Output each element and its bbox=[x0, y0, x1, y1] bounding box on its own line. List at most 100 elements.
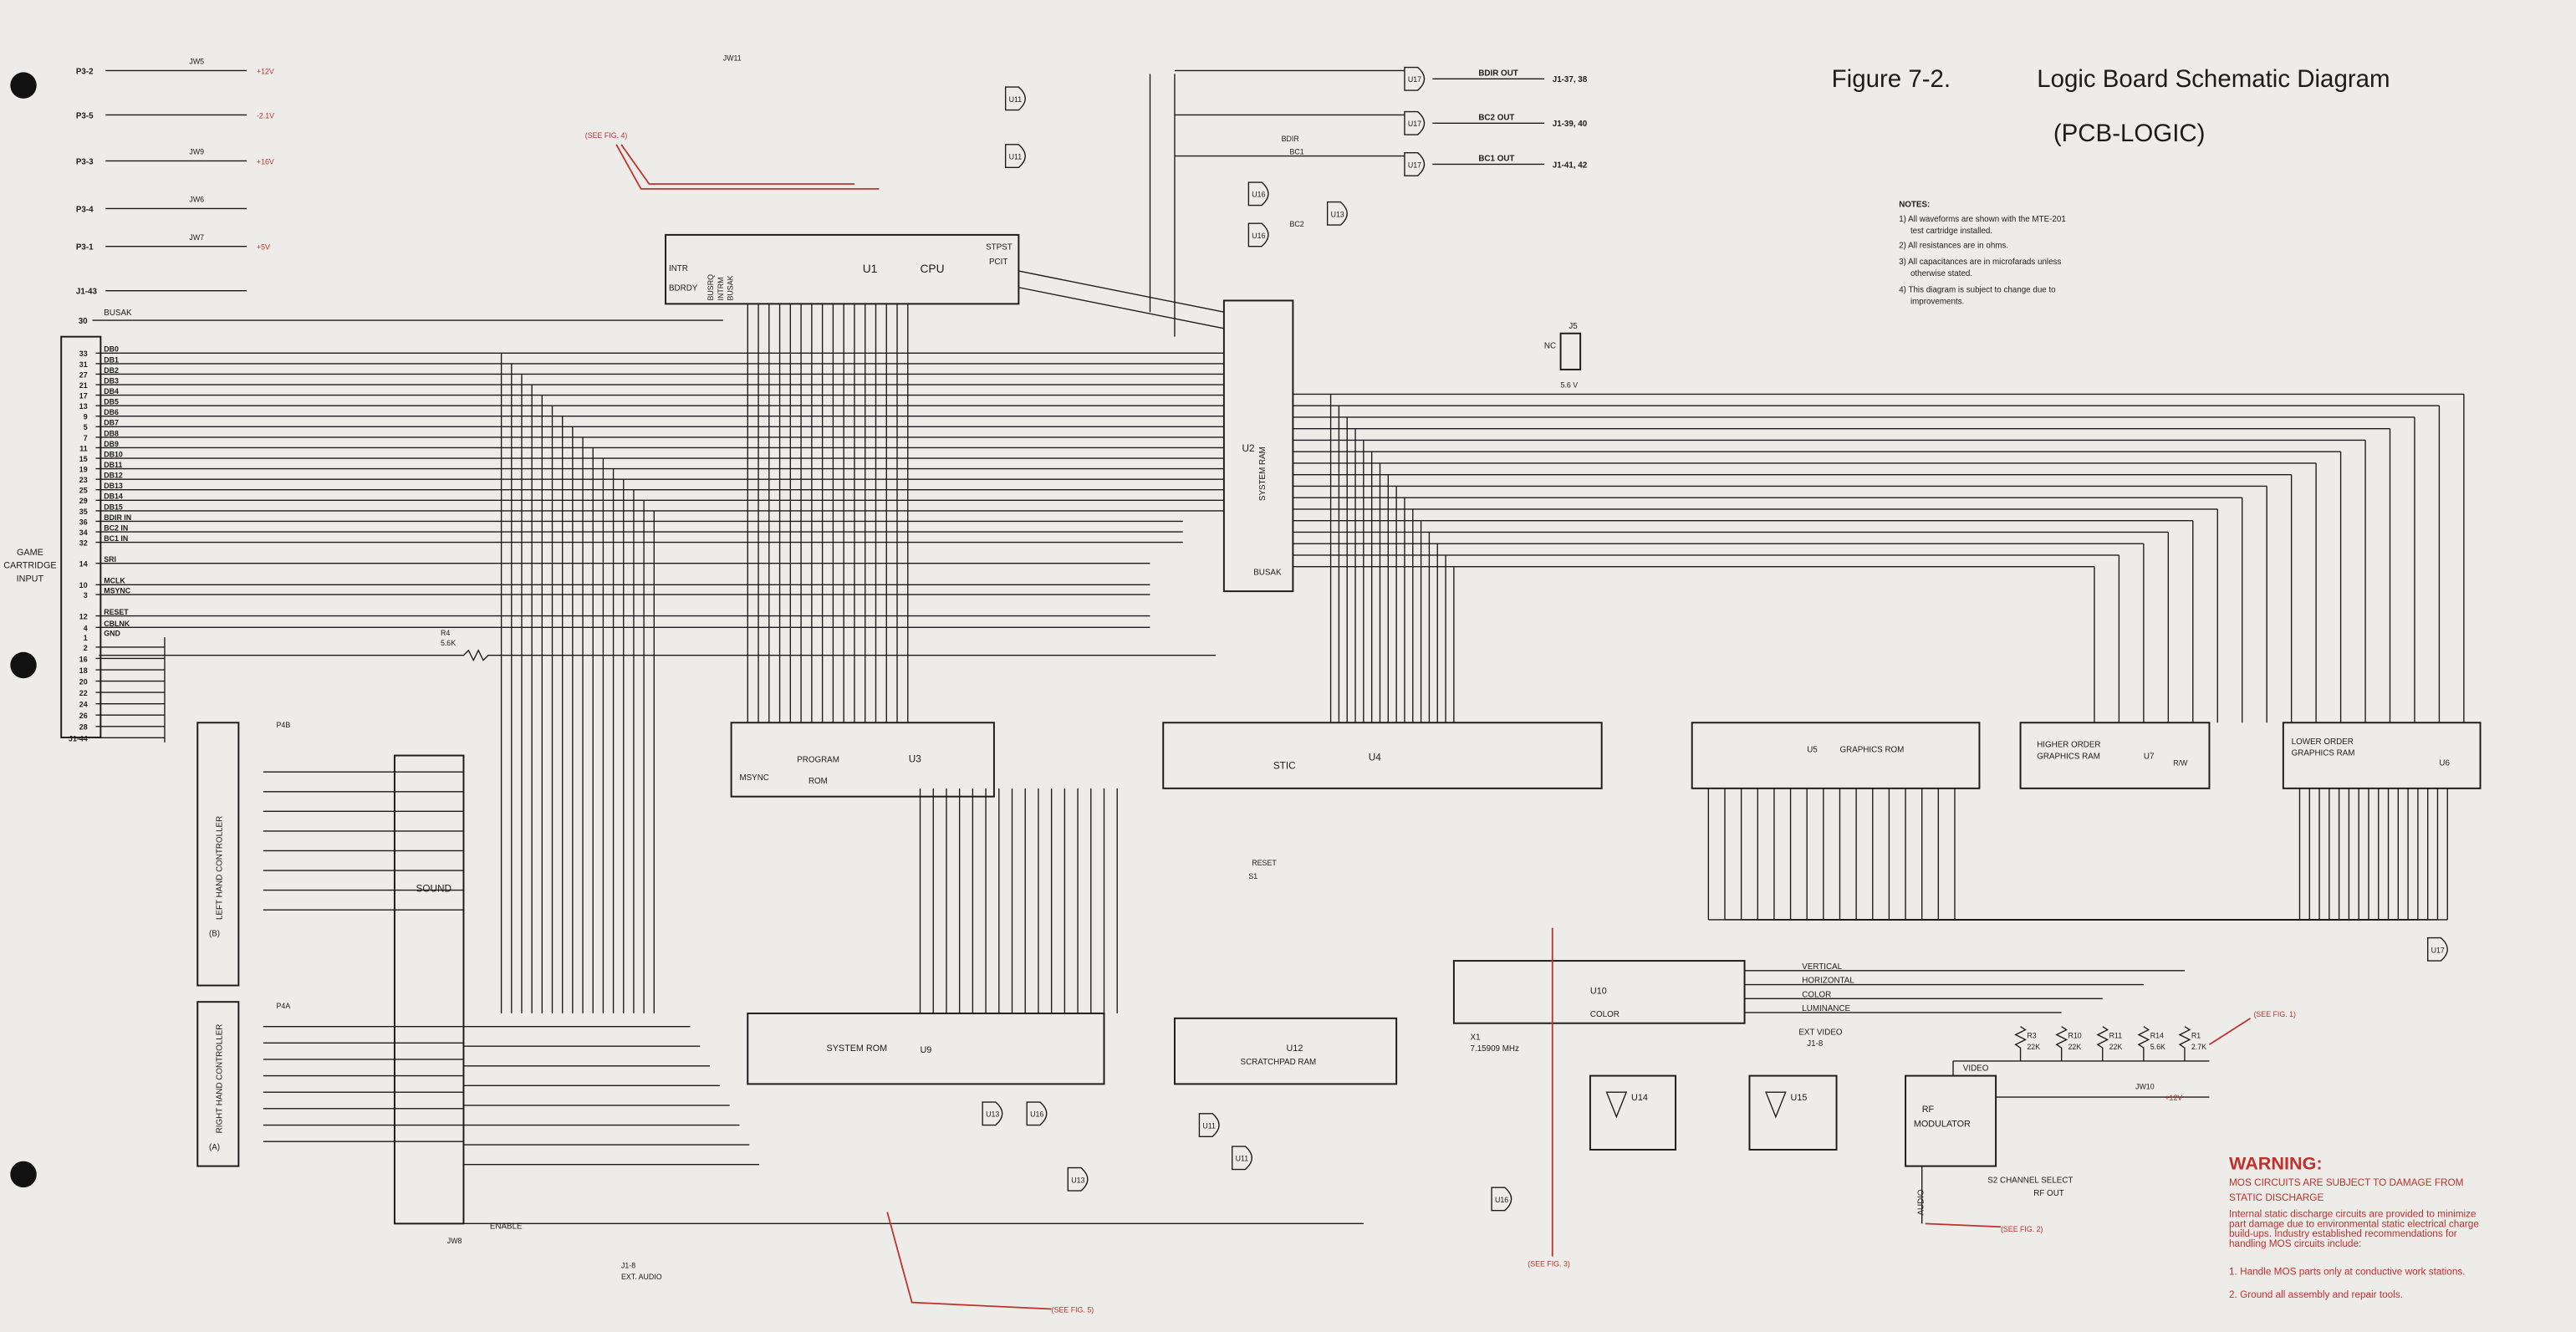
chip-name: COLOR bbox=[1590, 1010, 1620, 1019]
ground-pin-number: J1-44 bbox=[69, 734, 88, 743]
chip-name: LOWER ORDER bbox=[2292, 737, 2354, 747]
cartridge-pin-number: 15 bbox=[79, 455, 88, 463]
controller-tag: (B) bbox=[209, 930, 220, 939]
warning-block: WARNING: MOS CIRCUITS ARE SUBJECT TO DAM… bbox=[2229, 1153, 2479, 1300]
higher-order-graphics-ram-chip-u7: HIGHER ORDER GRAPHICS RAM U7 R/W bbox=[2019, 722, 2211, 789]
chip-name: GRAPHICS RAM bbox=[2037, 752, 2100, 761]
cartridge-signal-name: MCLK bbox=[104, 577, 125, 585]
cartridge-signal-name: BC1 IN bbox=[104, 534, 128, 543]
chip-ref: U6 bbox=[2439, 758, 2450, 768]
gate-u16-label: U16 bbox=[1030, 1110, 1043, 1119]
cartridge-signal-name: DB4 bbox=[104, 387, 119, 396]
power-pin-label: P3-3 bbox=[76, 157, 94, 166]
video-signal-label: LUMINANCE bbox=[1802, 1004, 1850, 1013]
ground-pin-number: 28 bbox=[79, 723, 88, 732]
ext-video-label: EXT VIDEO bbox=[1798, 1028, 1843, 1037]
cartridge-pin-number: 32 bbox=[79, 539, 88, 548]
gate-u13-label: U13 bbox=[1071, 1176, 1084, 1184]
warning-item: 2. Ground all assembly and repair tools. bbox=[2229, 1289, 2403, 1300]
chip-name: MODULATOR bbox=[1914, 1119, 1971, 1129]
resistor-symbol bbox=[2055, 1026, 2068, 1061]
ground-pin-number: 20 bbox=[79, 677, 88, 686]
note-item: improvements. bbox=[1910, 297, 1964, 306]
buffer-chip-u14: U14 bbox=[1589, 1074, 1677, 1151]
scratchpad-ram-chip-u12: U12 SCRATCHPAD RAM bbox=[1173, 1017, 1398, 1085]
ext-audio-label: EXT. AUDIO bbox=[621, 1273, 662, 1281]
ground-pin-number: 18 bbox=[79, 666, 88, 675]
bus-label: BC1 bbox=[1289, 148, 1303, 156]
gate-u16-label: U16 bbox=[1495, 1196, 1508, 1204]
channel-select-switch: S2 CHANNEL SELECT bbox=[1987, 1176, 2073, 1185]
gate-u17-symbol bbox=[1404, 66, 1426, 91]
output-pin-label: J1-41, 42 bbox=[1553, 161, 1588, 170]
chip-name: SOUND bbox=[416, 884, 451, 895]
resistor-value: 5.6K bbox=[441, 639, 456, 647]
cartridge-signal-name: RESET bbox=[104, 608, 129, 616]
cartridge-pin-number: 36 bbox=[79, 518, 88, 526]
diagram-title: Logic Board Schematic Diagram bbox=[2037, 65, 2390, 93]
cartridge-pin-number: 31 bbox=[79, 360, 88, 369]
cartridge-pin-number: 11 bbox=[79, 444, 87, 452]
cartridge-signal-name: BC2 IN bbox=[104, 523, 128, 532]
gate-u13-label: U13 bbox=[986, 1110, 999, 1119]
controller-tag: (A) bbox=[209, 1143, 220, 1152]
gate-u16-label: U16 bbox=[1252, 232, 1265, 240]
cpu-chip-u1: U1 CPU INTR BDRDY BUSRQ INTRM BUSAK STPS… bbox=[665, 233, 1020, 305]
game-cartridge-connector: GAME CARTRIDGE INPUT 30 BUSAK 33DB031DB1… bbox=[3, 309, 1224, 743]
cartridge-signal-name: DB7 bbox=[104, 419, 119, 427]
warning-item: 1. Handle MOS parts only at conductive w… bbox=[2229, 1266, 2466, 1277]
cartridge-signal-name: DB2 bbox=[104, 366, 119, 375]
cartridge-signal-name: DB8 bbox=[104, 429, 119, 437]
gate-u16-symbol bbox=[1491, 1187, 1512, 1212]
rail-label: +16V bbox=[257, 157, 274, 166]
jumper-label: JW8 bbox=[447, 1237, 462, 1245]
system-ram-chip-u2: U2 SYSTEM RAM BUSAK bbox=[1222, 299, 1294, 593]
jumper-label: JW5 bbox=[189, 58, 204, 66]
connector-label: P4B bbox=[277, 721, 291, 729]
warning-heading: WARNING: bbox=[2229, 1153, 2323, 1174]
resistor-value: 22K bbox=[2068, 1043, 2082, 1051]
gate-u16-symbol bbox=[1026, 1101, 1048, 1126]
gate-u11-label: U11 bbox=[1236, 1155, 1249, 1163]
cartridge-signal-name: MSYNC bbox=[104, 586, 131, 595]
pin-label: PCIT bbox=[989, 258, 1007, 267]
controller-label: LEFT HAND CONTROLLER bbox=[216, 816, 225, 920]
wire bbox=[1018, 287, 1225, 329]
warning-subhead: MOS CIRCUITS ARE SUBJECT TO DAMAGE FROM bbox=[2229, 1177, 2463, 1188]
gate-u16-symbol bbox=[1247, 181, 1269, 207]
power-pin-label: P3-5 bbox=[76, 111, 94, 120]
cartridge-signal-name: DB1 bbox=[104, 355, 119, 364]
jumper-label: JW9 bbox=[189, 148, 204, 156]
cartridge-pin-number: 19 bbox=[79, 466, 88, 474]
jumper-label: JW6 bbox=[189, 196, 204, 204]
cartridge-pin-number: 10 bbox=[79, 581, 88, 589]
note-item: otherwise stated. bbox=[1910, 269, 1972, 278]
pin-label: STPST bbox=[986, 243, 1013, 253]
resistor-symbol bbox=[2137, 1026, 2150, 1061]
ground-pin-number: 26 bbox=[79, 712, 88, 720]
chip-ref: U2 bbox=[1242, 443, 1255, 454]
chip-ref: U5 bbox=[1807, 746, 1818, 755]
warning-body: Internal static discharge circuits are p… bbox=[2229, 1209, 2477, 1220]
cartridge-signal-name: SRI bbox=[104, 555, 116, 564]
warning-subhead: STATIC DISCHARGE bbox=[2229, 1192, 2324, 1203]
chip-name: PROGRAM bbox=[797, 755, 839, 764]
cartridge-pin-number: 7 bbox=[84, 434, 88, 442]
power-pin-label: P3-4 bbox=[76, 205, 94, 214]
intrm-pin-label: INTRM bbox=[717, 278, 725, 301]
lower-order-graphics-ram-chip-u6: LOWER ORDER GRAPHICS RAM U6 bbox=[2282, 722, 2482, 789]
gate-u17-symbol bbox=[2426, 936, 2448, 962]
resistor-symbol bbox=[2096, 1026, 2109, 1061]
gate-u17-label: U17 bbox=[1408, 161, 1421, 169]
see-fig-5-reference: (SEE FIG. 5) bbox=[1052, 1305, 1094, 1314]
diagram-subtitle: (PCB-LOGIC) bbox=[2053, 120, 2206, 147]
gate-u11-symbol bbox=[1232, 1146, 1252, 1171]
right-hand-controller: RIGHT HAND CONTROLLER (A) P4A bbox=[196, 1001, 290, 1167]
gate-u17-label: U17 bbox=[2431, 946, 2445, 954]
resistor-label: R4 bbox=[441, 629, 450, 637]
see-fig-4-reference: (SEE FIG. 4) bbox=[585, 131, 628, 140]
enable-label: ENABLE bbox=[490, 1222, 523, 1231]
gate-u11-label: U11 bbox=[1202, 1121, 1216, 1130]
